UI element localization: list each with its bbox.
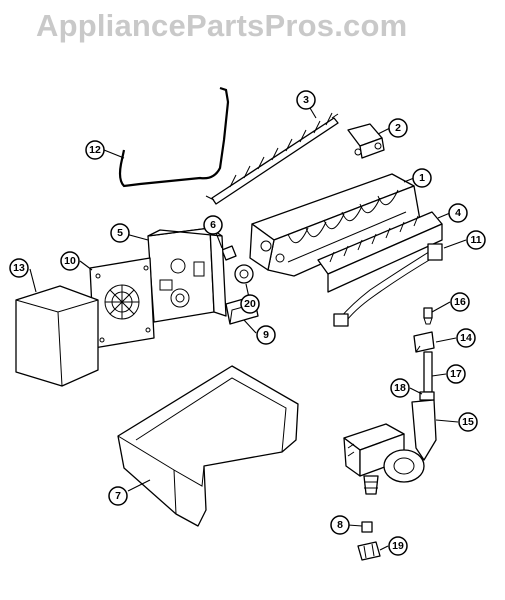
part-15-water-valve[interactable]	[343, 399, 437, 495]
site-watermark: AppliancePartsPros.com	[36, 8, 408, 43]
part-20-motor[interactable]	[234, 264, 254, 284]
part-7-ice-bucket[interactable]	[117, 365, 299, 527]
svg-text:20: 20	[244, 298, 256, 310]
part-4-heater[interactable]	[317, 211, 443, 293]
svg-text:4: 4	[455, 207, 461, 219]
svg-text:15: 15	[462, 416, 474, 428]
svg-text:19: 19	[392, 540, 404, 552]
part-16-fitting[interactable]	[423, 307, 433, 325]
part-19-compression-nut[interactable]	[357, 541, 381, 561]
callout-1: 1	[412, 168, 432, 188]
svg-text:17: 17	[450, 368, 462, 380]
svg-text:16: 16	[454, 296, 466, 308]
callout-15: 15	[458, 412, 478, 432]
leader-lines	[29, 107, 467, 551]
part-17-fill-tube[interactable]	[423, 351, 433, 393]
part-5-module-housing[interactable]	[147, 227, 227, 323]
callout-19: 19	[388, 536, 408, 556]
part-2-thermostat[interactable]	[347, 123, 385, 159]
svg-text:5: 5	[117, 227, 123, 239]
callout-4: 4	[448, 203, 468, 223]
svg-text:2: 2	[395, 122, 401, 134]
part-6-clip[interactable]	[221, 245, 237, 261]
svg-text:1: 1	[419, 172, 425, 184]
callout-2: 2	[388, 118, 408, 138]
callout-6: 6	[203, 215, 223, 235]
part-11-harness[interactable]	[333, 243, 443, 327]
svg-text:9: 9	[263, 329, 269, 341]
part-14-clamp[interactable]	[413, 331, 435, 353]
callout-13: 13	[9, 258, 29, 278]
callout-7: 7	[108, 486, 128, 506]
part-1-mold[interactable]	[249, 173, 421, 277]
part-13-cover[interactable]	[15, 285, 99, 387]
part-8-insert[interactable]	[361, 521, 373, 533]
svg-text:7: 7	[115, 490, 121, 502]
callout-5: 5	[110, 223, 130, 243]
part-10-front-cover[interactable]	[89, 257, 155, 349]
svg-text:18: 18	[394, 382, 406, 394]
callout-10: 10	[60, 251, 80, 271]
svg-text:11: 11	[470, 234, 481, 246]
callout-9: 9	[256, 325, 276, 345]
svg-text:10: 10	[64, 255, 76, 267]
svg-text:3: 3	[303, 94, 309, 106]
part-3-ejector[interactable]	[205, 112, 339, 205]
callout-8: 8	[330, 515, 350, 535]
callout-17: 17	[446, 364, 466, 384]
callout-12: 12	[85, 140, 105, 160]
callout-18: 18	[390, 378, 410, 398]
svg-text:8: 8	[337, 519, 343, 531]
callout-14: 14	[456, 328, 476, 348]
svg-text:6: 6	[210, 219, 216, 231]
svg-text:13: 13	[13, 262, 25, 274]
svg-text:14: 14	[460, 332, 472, 344]
callout-16: 16	[450, 292, 470, 312]
svg-text:12: 12	[89, 144, 101, 156]
callout-20: 20	[240, 294, 260, 314]
part-12-shutoff-arm[interactable]	[118, 86, 230, 188]
callout-11: 11	[466, 230, 486, 250]
part-18-nut[interactable]	[419, 391, 435, 401]
callout-3: 3	[296, 90, 316, 110]
